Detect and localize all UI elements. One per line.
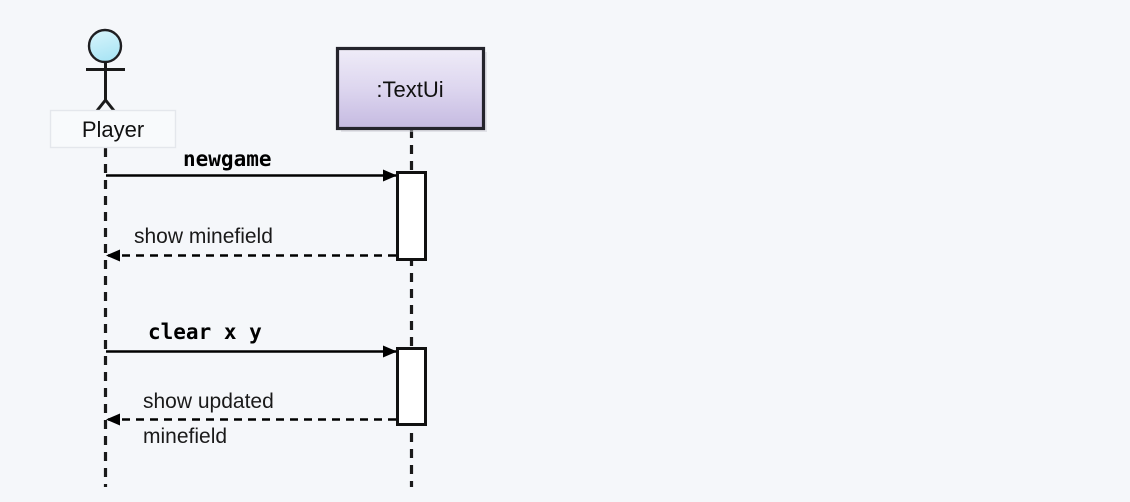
message-label-clear-x-y: clear x y (148, 320, 262, 344)
activation-bars (396, 171, 427, 426)
textui-box (335, 46, 486, 131)
message-label-show-minefield: show minefield (134, 225, 273, 248)
activation-bar-2 (396, 347, 427, 426)
actor-label-box (49, 109, 177, 149)
participant-textui[interactable] (335, 46, 488, 133)
message-label-show-updated-line1: show updated (143, 390, 274, 413)
message-label-show-updated-line2: minefield (143, 425, 227, 448)
activation-bar-1 (396, 171, 427, 261)
participant-label-textui: :TextUi (376, 77, 443, 102)
lifelines (103, 129, 414, 487)
message-label-newgame: newgame (183, 147, 272, 171)
participant-player[interactable] (49, 28, 177, 149)
participant-label-player: Player (82, 117, 144, 142)
actor-head-icon (87, 28, 123, 64)
